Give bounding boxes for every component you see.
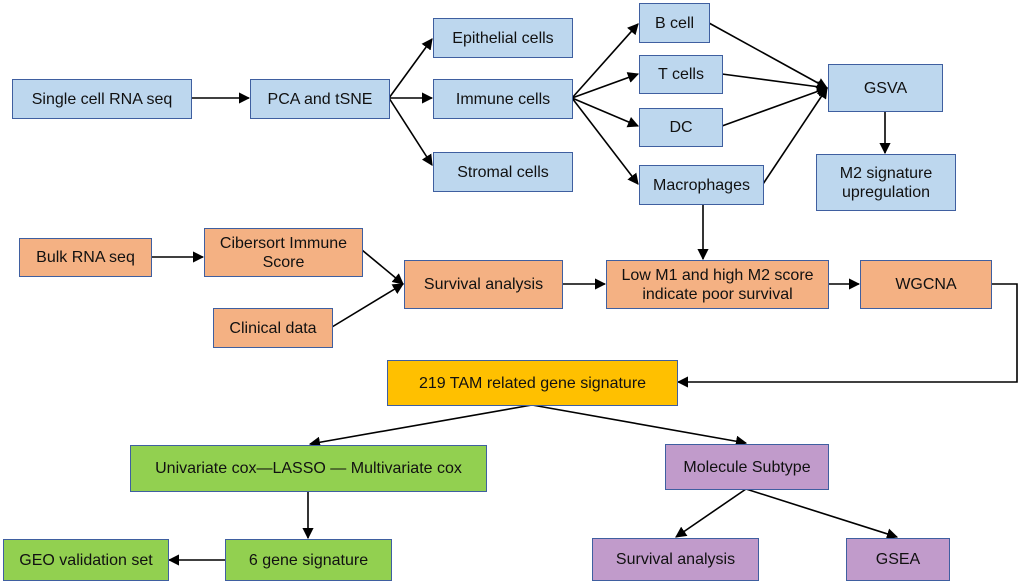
node-low-m1-high-m2: Low M1 and high M2 score indicate poor s…	[606, 260, 829, 309]
node-wgcna: WGCNA	[860, 260, 992, 309]
edge-t-cells-to-gsva	[721, 73, 829, 93]
edge-immune-to-b-cell	[571, 23, 639, 99]
edge-wgcna-to-tam	[676, 283, 1018, 388]
edge-macrophages-to-gsva	[762, 87, 828, 185]
node-cox-lasso: Univariate cox—LASSO — Multivariate cox	[130, 445, 487, 492]
edge-immune-to-dc	[571, 97, 640, 128]
node-six-gene-signature: 6 gene signature	[225, 539, 392, 581]
node-t-cells: T cells	[639, 55, 723, 94]
edge-pca-to-epithelial	[388, 38, 433, 99]
edge-subtype-to-gsea	[745, 488, 899, 540]
node-gsea: GSEA	[846, 538, 950, 581]
node-m2-signature-upregulation: M2 signature upregulation	[816, 154, 956, 211]
node-stromal-cells: Stromal cells	[433, 152, 573, 192]
node-dc: DC	[639, 108, 723, 147]
node-subtype-survival-analysis: Survival analysis	[592, 538, 759, 581]
node-survival-analysis: Survival analysis	[404, 260, 563, 309]
node-macrophages: Macrophages	[639, 165, 764, 205]
node-immune-cells: Immune cells	[433, 79, 573, 119]
node-tam-gene-signature: 219 TAM related gene signature	[387, 360, 678, 406]
edge-tam-to-subtype	[531, 404, 748, 447]
node-single-cell-rna-seq: Single cell RNA seq	[12, 79, 192, 119]
edge-dc-to-gsva	[721, 86, 829, 127]
edge-subtype-to-survival	[675, 488, 747, 538]
node-gsva: GSVA	[828, 64, 943, 112]
node-molecule-subtype: Molecule Subtype	[665, 444, 829, 490]
node-pca-tsne: PCA and tSNE	[250, 79, 390, 119]
node-geo-validation-set: GEO validation set	[3, 539, 169, 581]
edge-tam-to-cox	[308, 404, 533, 448]
edge-immune-to-t-cells	[571, 72, 640, 99]
edge-clinical-to-survival	[331, 283, 404, 328]
node-bulk-rna-seq: Bulk RNA seq	[19, 238, 152, 277]
node-cibersort-immune-score: Cibersort Immune Score	[204, 228, 363, 277]
node-epithelial-cells: Epithelial cells	[433, 18, 573, 58]
edge-cibersort-to-survival	[361, 249, 404, 285]
node-clinical-data: Clinical data	[213, 308, 333, 348]
edge-immune-to-macrophages	[571, 97, 639, 185]
node-b-cell: B cell	[639, 3, 710, 43]
edge-pca-to-stromal	[388, 97, 433, 166]
edge-b-cell-to-gsva	[708, 22, 828, 89]
